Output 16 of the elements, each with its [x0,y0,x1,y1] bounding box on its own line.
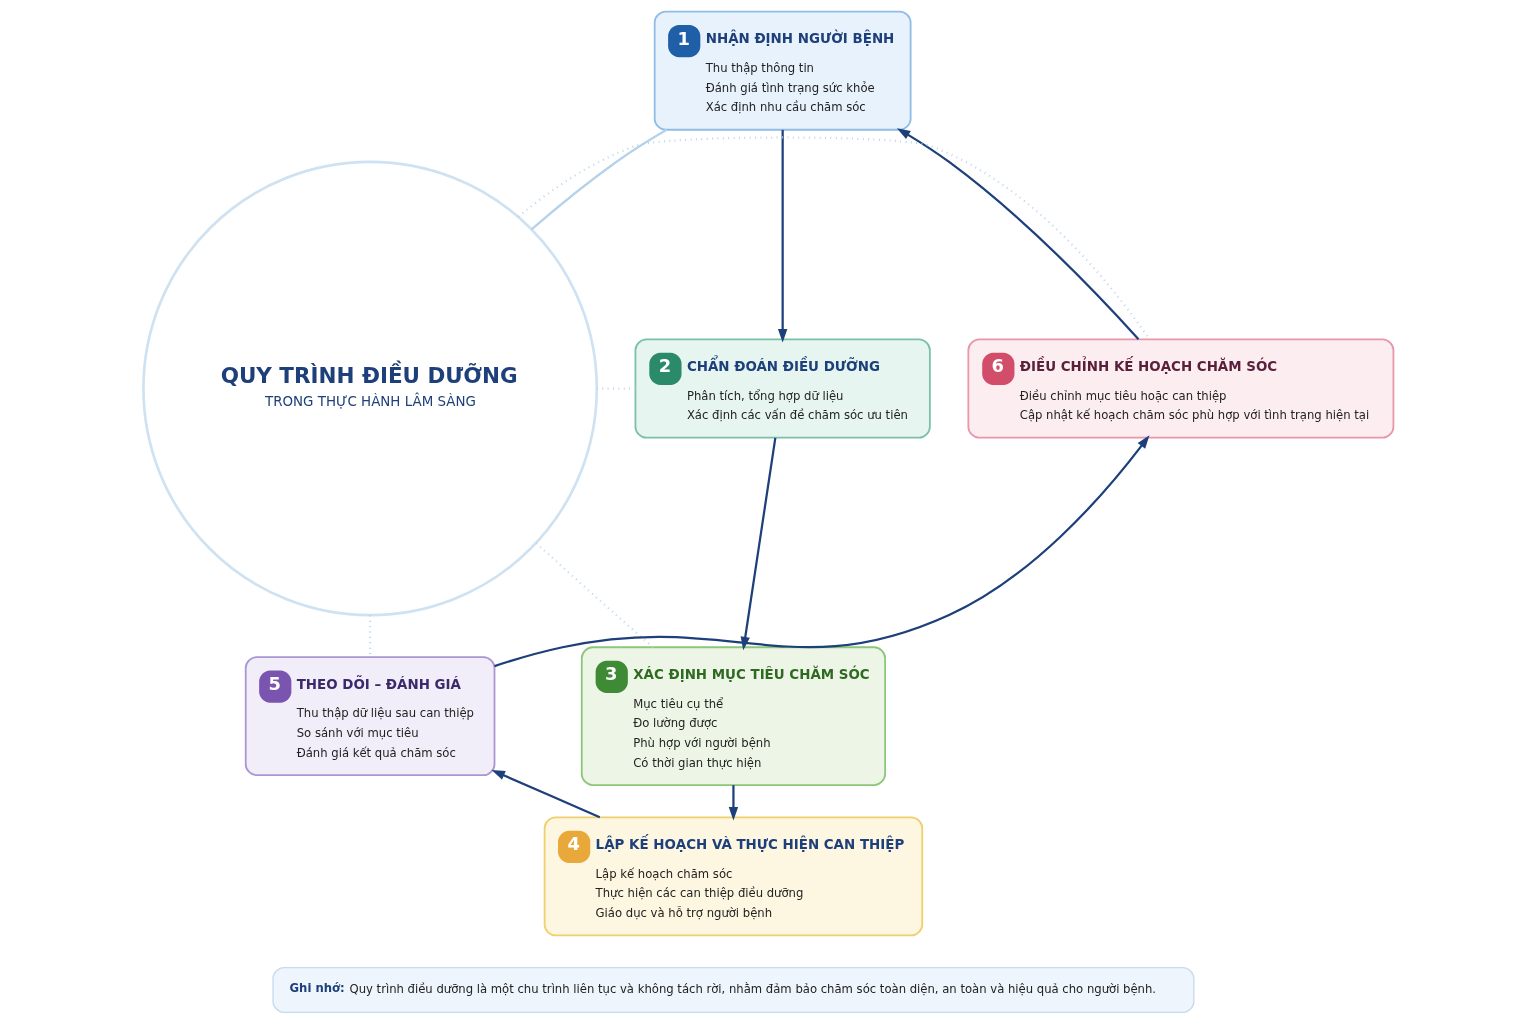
arrow [740,437,776,651]
node-box: 3 XÁC ĐỊNH MỤC TIÊU CHĂM SÓC Mục tiêu cụ thể Đo lường được Phù hợp với người bệnh Có thời gian thực hiện [580,646,886,786]
node-box: Ghi nhớ: Quy trình điều dưỡng là một chu trình liên tục và không tách rời, nhằm đảm bảo chăm sóc toàn diện, an toàn và hiệu quả cho người bệnh. [271,966,1195,1014]
arrow [777,129,787,343]
connector [534,542,654,648]
arrow [493,435,1149,668]
arrow [728,785,738,821]
arrow [896,128,1139,340]
node-box: 6 ĐIỀU CHỈNH KẾ HOẠCH CHĂM SÓC Điều chỉnh mục tiêu hoặc can thiệp Cập nhật kế hoạch chăm sóc phù hợp với tình trạng hiện tại [966,338,1394,439]
node-box: 5 THEO DÕI – ĐÁNH GIÁ Thu thập dữ liệu sau can thiệp So sánh với mục tiêu Đánh giá kết quả chăm sóc [244,656,495,777]
connector [530,128,667,231]
node-box: 4 LẬP KẾ HOẠCH VÀ THỰC HIỆN CAN THIỆP Lập kế hoạch chăm sóc Thực hiện các can thiệp điều dưỡng Giáo dục và hỗ trợ người bệnh [543,816,923,937]
node-box: 1 NHẬN ĐỊNH NGƯỜI BỆNH Thu thập thông tin Đánh giá tình trạng sức khỏe Xác định nhu cầu chăm sóc [653,10,912,131]
arrow [491,770,600,819]
node-circle: QUY TRÌNH ĐIỀU DƯỠNG TRONG THỰC HÀNH LÂM SÀNG [141,160,598,617]
node-box: 2 CHẨN ĐOÁN ĐIỀU DƯỠNG Phân tích, tổng hợp dữ liệu Xác định các vấn đề chăm sóc ưu tiên [634,338,931,439]
